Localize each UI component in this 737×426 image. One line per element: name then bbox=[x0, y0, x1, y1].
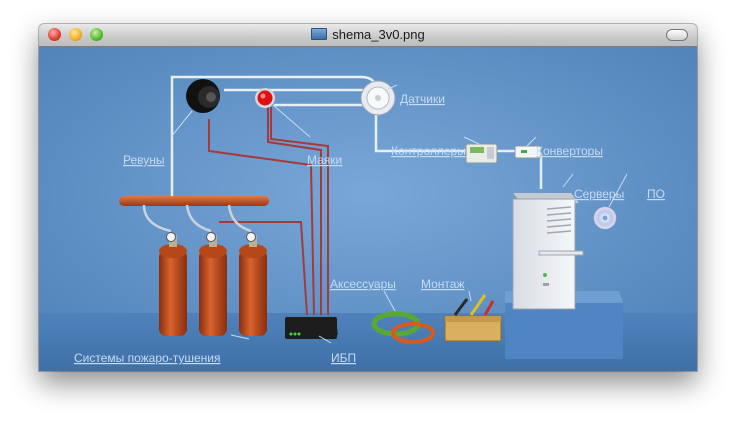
label-beacons[interactable]: Маяки bbox=[307, 153, 342, 167]
ups-device bbox=[285, 317, 338, 339]
smoke-sensor-device bbox=[360, 80, 396, 116]
controller-device bbox=[465, 143, 498, 164]
label-converters[interactable]: Конверторы bbox=[536, 144, 603, 158]
label-servers[interactable]: Серверы bbox=[574, 187, 624, 201]
gas-cylinder bbox=[199, 232, 227, 336]
power-cables bbox=[208, 107, 329, 316]
gas-cylinders bbox=[159, 232, 267, 336]
fire-system-diagram: Датчики Ревуны Маяки Контроллеры Конверт… bbox=[39, 47, 697, 371]
diagram-image: Датчики Ревуны Маяки Контроллеры Конверт… bbox=[39, 47, 697, 371]
label-leader-lines bbox=[170, 84, 628, 344]
close-button[interactable] bbox=[48, 28, 61, 41]
label-ups[interactable]: ИБП bbox=[331, 351, 356, 365]
toolbar-toggle-button[interactable] bbox=[666, 29, 688, 41]
zoom-button[interactable] bbox=[90, 28, 103, 41]
cable-coils bbox=[371, 311, 435, 344]
image-file-icon bbox=[311, 28, 328, 40]
gas-cylinder bbox=[239, 232, 267, 336]
software-cd bbox=[593, 206, 617, 230]
minimize-button[interactable] bbox=[69, 28, 82, 41]
server-tower bbox=[512, 193, 584, 310]
toolbox bbox=[444, 294, 502, 342]
siren-device bbox=[186, 79, 220, 113]
image-viewer-window: shema_3v0.png bbox=[39, 24, 697, 371]
converter-device bbox=[514, 145, 542, 159]
window-title: shema_3v0.png bbox=[39, 24, 697, 46]
extinguishing-manifold bbox=[119, 196, 269, 233]
label-controllers[interactable]: Контроллеры bbox=[391, 144, 466, 158]
label-extinguishing-systems[interactable]: Системы пожаро-тушения bbox=[74, 351, 220, 365]
label-accessories[interactable]: Аксессуары bbox=[330, 277, 396, 291]
gas-cylinder bbox=[159, 232, 187, 336]
window-title-text: shema_3v0.png bbox=[332, 27, 425, 42]
label-software[interactable]: ПО bbox=[647, 187, 665, 201]
title-bar[interactable]: shema_3v0.png bbox=[39, 24, 697, 47]
label-sensors[interactable]: Датчики bbox=[400, 92, 445, 106]
label-sirens[interactable]: Ревуны bbox=[123, 153, 165, 167]
label-installation[interactable]: Монтаж bbox=[421, 277, 465, 291]
beacon-device bbox=[255, 88, 275, 108]
